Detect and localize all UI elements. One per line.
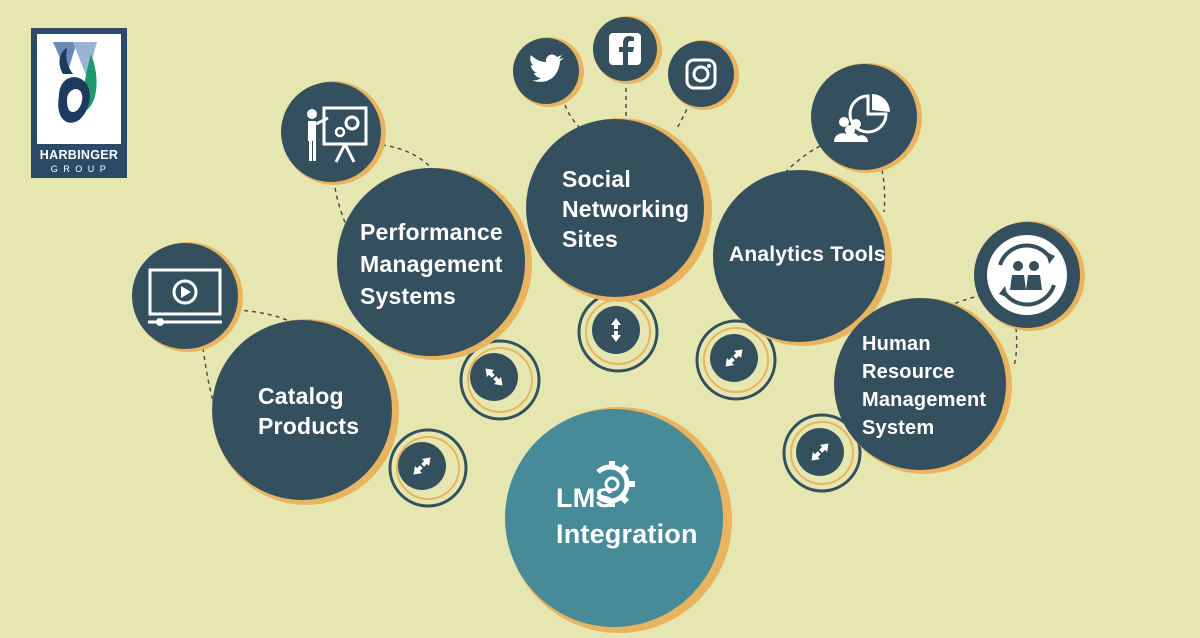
performance-label-line3: Systems bbox=[360, 283, 457, 309]
instagram-icon bbox=[685, 58, 717, 90]
arrows-icon bbox=[611, 318, 621, 342]
catalog-label: Catalog Products bbox=[258, 381, 359, 441]
twitter-icon bbox=[530, 54, 564, 82]
lms-label-line2: Integration bbox=[556, 519, 698, 549]
twitter-circle bbox=[513, 37, 584, 107]
hr-label-line1: Human bbox=[862, 333, 931, 355]
performance-label-line2: Management bbox=[360, 251, 503, 277]
hr-label: Human Resource Management System bbox=[862, 330, 986, 442]
ring-catalog bbox=[388, 428, 468, 508]
lms-label: LMS Integration bbox=[556, 480, 698, 552]
instagram-circle bbox=[668, 40, 739, 110]
social-circle bbox=[526, 118, 712, 302]
analytics-label: Analytics Tools bbox=[729, 242, 886, 268]
performance-label: Performance Management Systems bbox=[360, 216, 503, 312]
logo-subtitle: GROUP bbox=[50, 164, 112, 174]
arrows-icon bbox=[811, 443, 829, 461]
connector-twitter bbox=[564, 104, 581, 129]
ring-hr bbox=[782, 413, 862, 493]
harbinger-emblem bbox=[37, 34, 121, 144]
hr-label-line3: Management bbox=[862, 389, 987, 411]
arrows-icon bbox=[725, 349, 743, 367]
connector-rings bbox=[388, 291, 862, 508]
social-label-line2: Networking bbox=[562, 196, 690, 222]
analytics-icon-circle bbox=[811, 63, 922, 173]
connector-perf-2 bbox=[381, 144, 441, 179]
catalog-circle bbox=[212, 319, 399, 505]
video-player-icon bbox=[148, 268, 222, 326]
hr-label-line2: Resource bbox=[862, 361, 955, 383]
performance-label-line1: Performance bbox=[360, 219, 503, 245]
hr-label-line4: System bbox=[862, 417, 935, 439]
registered-mark: ® bbox=[114, 37, 120, 46]
social-label: Social Networking Sites bbox=[562, 164, 689, 254]
arrows-icon bbox=[485, 368, 503, 386]
hr-circle bbox=[834, 298, 1012, 474]
social-label-line1: Social bbox=[562, 166, 631, 192]
analytics-pie-people-icon bbox=[834, 94, 890, 142]
connector-analytics-2 bbox=[881, 169, 886, 213]
lms-circle bbox=[505, 407, 732, 633]
connector-hr-2 bbox=[1013, 327, 1018, 367]
arrows-icon bbox=[413, 457, 431, 475]
connector-perf bbox=[333, 179, 347, 226]
gear-icon bbox=[596, 461, 635, 507]
lms-label-line1: LMS bbox=[556, 483, 614, 513]
lms-circle-fill bbox=[505, 409, 723, 627]
ring-performance bbox=[459, 339, 541, 421]
facebook-circle bbox=[593, 16, 662, 84]
social-label-line3: Sites bbox=[562, 226, 618, 252]
connector-analytics bbox=[781, 145, 821, 177]
logo-name: HARBINGER bbox=[39, 148, 119, 162]
analytics-label-line1: Analytics Tools bbox=[729, 243, 886, 266]
hr-cycle-people-icon bbox=[987, 235, 1067, 315]
analytics-circle bbox=[713, 170, 892, 346]
connector-video-2 bbox=[202, 347, 215, 405]
connector-instagram bbox=[675, 101, 691, 131]
video-circle bbox=[132, 242, 243, 352]
presentation-gears-icon bbox=[307, 106, 368, 163]
performance-circle bbox=[337, 168, 532, 360]
harbinger-logo: ® HARBINGER GROUP bbox=[31, 28, 127, 178]
presentation-circle bbox=[281, 81, 386, 185]
catalog-label-line1: Catalog bbox=[258, 383, 344, 409]
catalog-label-line2: Products bbox=[258, 413, 360, 439]
ring-analytics bbox=[695, 319, 777, 401]
ring-social bbox=[577, 291, 659, 373]
hr-icon-circle bbox=[974, 221, 1085, 331]
